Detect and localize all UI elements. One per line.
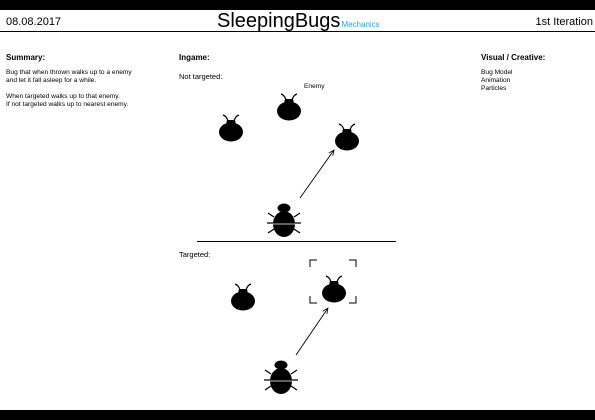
top-border (0, 0, 595, 10)
enemy-2-icon (276, 93, 302, 122)
title-block: SleepingBugsMechanics (217, 10, 380, 33)
summary-line-4: If not targeted walks up to nearest enem… (6, 101, 129, 108)
not-targeted-label: Not targeted: (179, 72, 223, 81)
summary-heading: Summary: (6, 53, 46, 62)
enemy-nearest-icon (334, 123, 360, 152)
header-divider (0, 31, 595, 32)
summary-line-3: When targeted walks up to that enemy. (6, 93, 120, 100)
walk-to-nearest-arrow (299, 150, 334, 199)
page-title: SleepingBugs (217, 10, 341, 32)
visual-item-bug-model: Bug Model (481, 69, 513, 76)
walk-to-target-arrow (295, 308, 328, 356)
bug-targeted-icon (263, 359, 299, 395)
summary-line-1: Bug that when thrown walks up to a enemy (6, 69, 132, 76)
document-date: 08.08.2017 (6, 16, 62, 28)
iteration-label: 1st Iteration (535, 16, 593, 28)
bottom-border (0, 410, 595, 420)
ingame-heading: Ingame: (179, 53, 210, 62)
summary-line-2: and let it fall asleep for a while. (6, 77, 97, 84)
enemy-targeted-icon (321, 275, 347, 304)
visual-heading: Visual / Creative: (481, 53, 546, 62)
enemy-1-icon (218, 114, 244, 143)
target-bracket-icon (309, 259, 357, 304)
enemy-label: Enemy (304, 83, 325, 90)
visual-item-particles: Particles (481, 85, 507, 92)
bug-not-targeted-icon (266, 202, 302, 238)
enemy-untargeted-icon (230, 283, 256, 312)
targeted-label: Targeted: (179, 250, 211, 259)
visual-item-animation: Animation (481, 77, 511, 84)
page-subtitle: Mechanics (341, 20, 380, 29)
section-divider (197, 241, 396, 242)
